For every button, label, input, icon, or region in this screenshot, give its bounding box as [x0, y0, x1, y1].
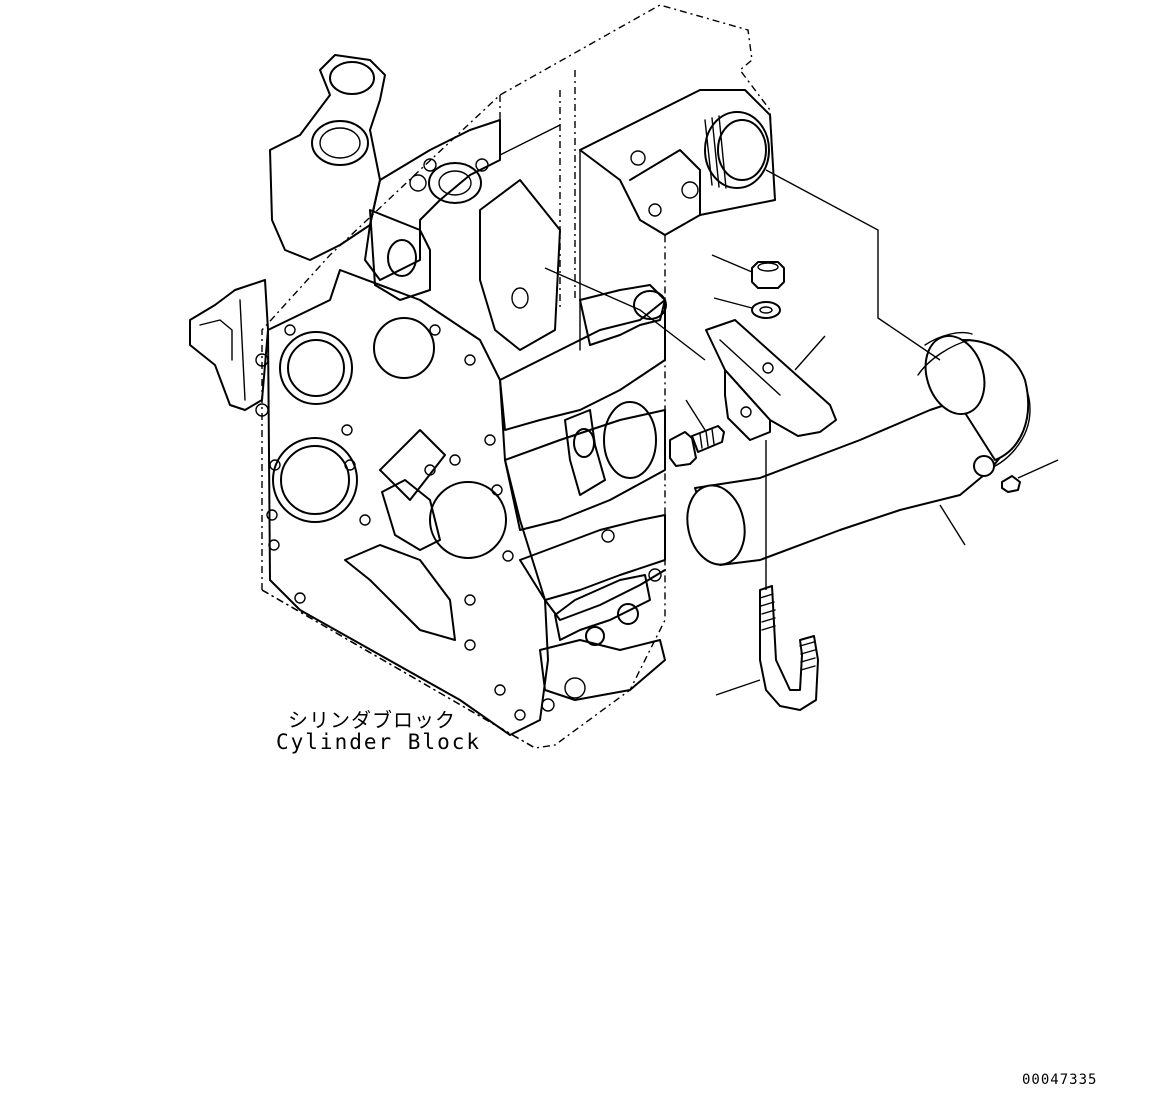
part-label-english: Cylinder Block [276, 730, 482, 754]
drawing-number: 00047335 [1022, 1072, 1098, 1088]
hex-nut [751, 261, 785, 289]
bolt-holes [266, 324, 526, 721]
u-bolt [759, 585, 819, 711]
intake-tube [686, 331, 1031, 566]
flange-bolt [669, 425, 725, 467]
cylinder-block [189, 4, 776, 749]
small-screw [1001, 475, 1021, 493]
leader-lines [544, 169, 1059, 696]
washer [751, 301, 781, 319]
part-label-japanese: シリンダブロック [288, 708, 456, 732]
mounting-bracket [705, 319, 837, 441]
